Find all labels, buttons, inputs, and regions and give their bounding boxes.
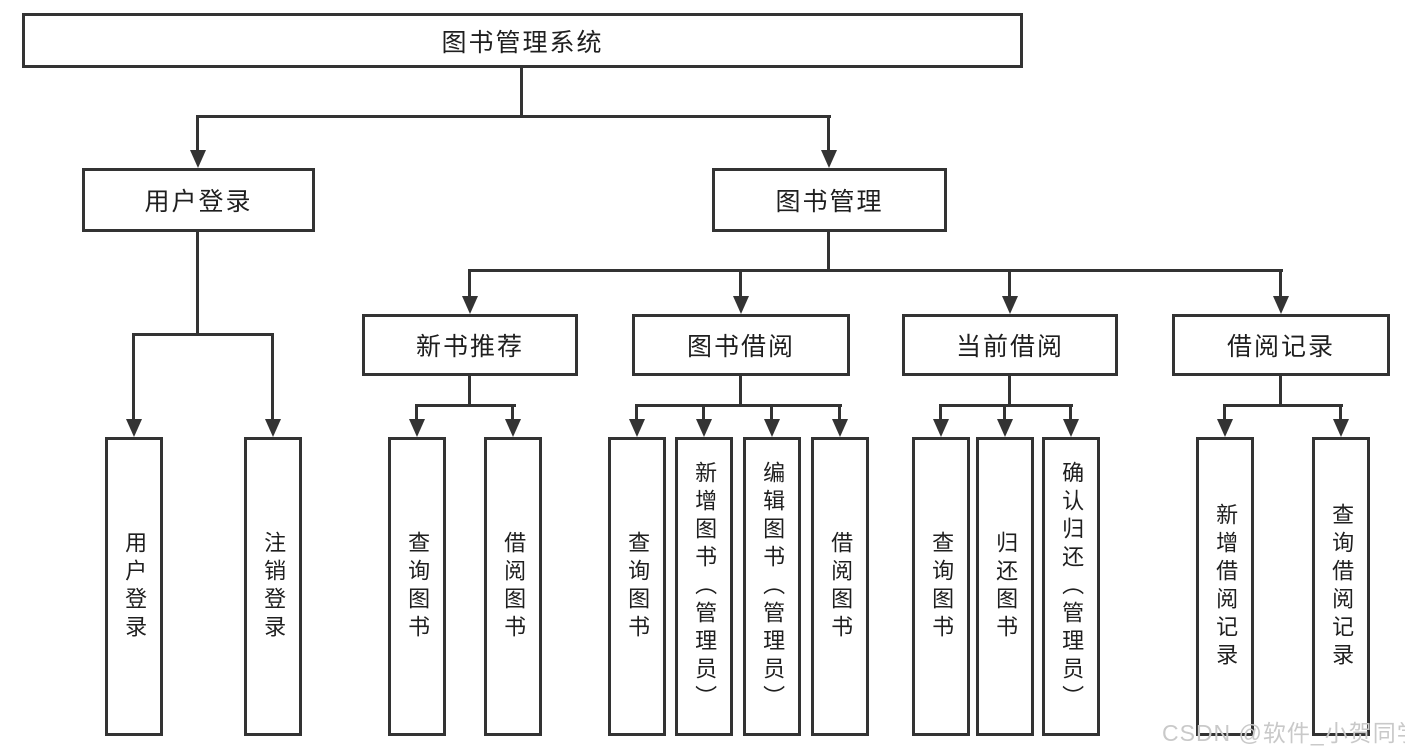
connector-current-borrow-stem [1008, 376, 1011, 407]
leaf-edit-book-admin: 编辑图书（管理员） [743, 437, 801, 736]
connector-to-borrow-record [1279, 269, 1282, 300]
leaf-logout: 注销登录 [244, 437, 302, 736]
connector-bb-leaf3 [770, 404, 773, 421]
connector-cb-leaf1 [939, 404, 942, 421]
arrow-bb-leaf1 [629, 419, 645, 437]
connector-bb-leaf1 [635, 404, 638, 421]
arrow-cb-leaf2 [997, 419, 1013, 437]
arrow-bb-leaf2 [696, 419, 712, 437]
connector-br-leaf1 [1223, 404, 1226, 421]
node-library-system: 图书管理系统 [22, 13, 1023, 68]
connector-to-current-borrow [1008, 269, 1011, 300]
node-book-borrow: 图书借阅 [632, 314, 850, 376]
connector-book-management-split [468, 269, 1283, 272]
arrow-to-book-management [821, 150, 837, 168]
connector-book-borrow-stem [739, 376, 742, 407]
arrow-to-current-borrow [1002, 296, 1018, 314]
arrow-to-leaf-user-login [126, 419, 142, 437]
arrow-br-leaf1 [1217, 419, 1233, 437]
leaf-user-login: 用户登录 [105, 437, 163, 736]
leaf-add-book-admin: 新增图书（管理员） [675, 437, 733, 736]
arrow-to-new-book [462, 296, 478, 314]
arrow-to-book-borrow [733, 296, 749, 314]
node-book-management: 图书管理 [712, 168, 947, 232]
watermark: CSDN @软件_小贺同学 [1162, 720, 1405, 746]
connector-cb-leaf3 [1069, 404, 1072, 421]
connector-to-leaf-user-login [132, 333, 135, 421]
connector-title-split [197, 115, 831, 118]
connector-borrow-record-split [1224, 404, 1343, 407]
leaf-query-book-1: 查询图书 [388, 437, 446, 736]
connector-to-leaf-logout [271, 333, 274, 421]
node-current-borrow: 当前借阅 [902, 314, 1118, 376]
connector-new-book-stem [468, 376, 471, 407]
node-new-book-recommend: 新书推荐 [362, 314, 578, 376]
connector-nb-leaf1 [415, 404, 418, 421]
connector-to-user-login [196, 115, 199, 154]
connector-user-login-stem [196, 232, 199, 336]
arrow-to-user-login [190, 150, 206, 168]
connector-book-borrow-split [636, 404, 842, 407]
arrow-to-borrow-record [1273, 296, 1289, 314]
leaf-query-book-3: 查询图书 [912, 437, 970, 736]
arrow-bb-leaf3 [764, 419, 780, 437]
leaf-borrow-book-2: 借阅图书 [811, 437, 869, 736]
connector-cb-leaf2 [1003, 404, 1006, 421]
node-user-login: 用户登录 [82, 168, 315, 232]
connector-new-book-split [416, 404, 516, 407]
connector-title-stem [520, 68, 523, 117]
leaf-add-borrow-record: 新增借阅记录 [1196, 437, 1254, 736]
connector-user-login-split [132, 333, 274, 336]
leaf-borrow-book-1: 借阅图书 [484, 437, 542, 736]
arrow-br-leaf2 [1333, 419, 1349, 437]
leaf-return-book: 归还图书 [976, 437, 1034, 736]
connector-bb-leaf4 [838, 404, 841, 421]
connector-nb-leaf2 [511, 404, 514, 421]
connector-current-borrow-split [940, 404, 1073, 407]
node-borrow-record: 借阅记录 [1172, 314, 1390, 376]
arrow-to-leaf-logout [265, 419, 281, 437]
arrow-cb-leaf3 [1063, 419, 1079, 437]
arrow-bb-leaf4 [832, 419, 848, 437]
leaf-confirm-return-admin: 确认归还（管理员） [1042, 437, 1100, 736]
connector-br-leaf2 [1339, 404, 1342, 421]
connector-to-book-borrow [739, 269, 742, 300]
leaf-query-book-2: 查询图书 [608, 437, 666, 736]
connector-book-management-stem [827, 232, 830, 272]
connector-bb-leaf2 [702, 404, 705, 421]
arrow-nb-leaf1 [409, 419, 425, 437]
connector-to-new-book [468, 269, 471, 300]
connector-to-book-management [827, 115, 830, 154]
arrow-nb-leaf2 [505, 419, 521, 437]
leaf-query-borrow-record: 查询借阅记录 [1312, 437, 1370, 736]
connector-borrow-record-stem [1279, 376, 1282, 407]
arrow-cb-leaf1 [933, 419, 949, 437]
